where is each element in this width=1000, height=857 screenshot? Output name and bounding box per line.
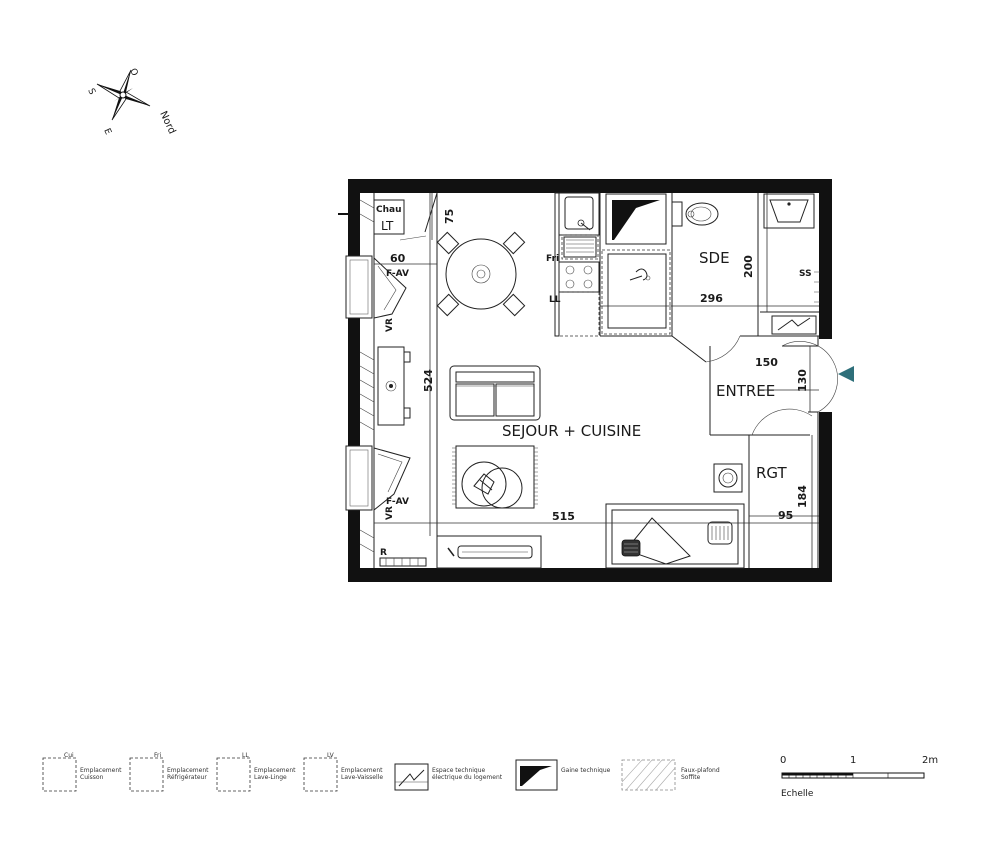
chau-label: Chau	[376, 205, 402, 215]
legend-line1-gaine: Gaine technique	[561, 767, 611, 774]
lt-label: LT	[381, 219, 394, 233]
scale-bar: 0 1 2m Echelle	[780, 755, 938, 799]
compass-east-label: E	[101, 127, 113, 137]
legend-line2-fauxplafond: Soffite	[681, 774, 701, 781]
room-label-entree: ENTREE	[716, 382, 775, 400]
sofa-icon	[449, 365, 541, 421]
legend-line1-fauxplafond: Faux-plafond	[681, 767, 720, 774]
legend-line2-lv: Lave-Vaisselle	[341, 774, 383, 781]
compass-north-label: Nord	[157, 110, 177, 136]
partitions	[436, 193, 819, 568]
legend: Cui Emplacement Cuisson Fri Emplacement …	[42, 752, 720, 792]
ss-label: SS	[799, 269, 812, 279]
legend-line1-fri: Emplacement	[167, 767, 209, 774]
compass-west-label: O	[127, 67, 139, 78]
dimension-lines	[374, 193, 819, 568]
fri-label: Fri	[546, 254, 559, 264]
window-top-icon	[345, 255, 373, 319]
ll-emplacement	[558, 291, 600, 337]
window-sash-top-icon	[373, 257, 407, 319]
sink-icon	[558, 192, 600, 236]
exterior-walls	[348, 179, 832, 582]
dining-table-icon	[436, 231, 526, 317]
dimension-75: 75	[443, 209, 456, 224]
storage-bed-icon	[605, 503, 745, 569]
tv-unit-icon	[377, 346, 411, 426]
fav-bottom-label: F-AV	[386, 497, 409, 507]
legend-line1-espace: Espace technique	[432, 767, 486, 774]
door-sde-icon	[671, 335, 741, 363]
legend-code-lv: LV	[327, 752, 335, 759]
legend-line2-ll: Lave-Linge	[254, 774, 287, 781]
dimension-184: 184	[796, 485, 809, 508]
legend-line1-ll: Emplacement	[254, 767, 296, 774]
room-label-sejour: SEJOUR + CUISINE	[502, 422, 641, 440]
dimension-95: 95	[778, 509, 793, 522]
compass-rose-icon	[96, 69, 151, 121]
dimension-524: 524	[422, 369, 435, 392]
dimension-150: 150	[755, 356, 778, 369]
scale-tick-0: 0	[780, 755, 786, 766]
fav-top-label: F-AV	[386, 269, 409, 279]
legend-line1-lv: Emplacement	[341, 767, 383, 774]
room-label-sde: SDE	[699, 249, 730, 267]
legend-line1-cui: Emplacement	[80, 767, 122, 774]
legend-code-fri: Fri	[154, 752, 161, 759]
gaine-technique-icon	[605, 193, 667, 245]
cooktop-icon	[558, 261, 600, 293]
washbasin-icon	[763, 193, 815, 229]
entry-arrow-icon	[838, 366, 854, 382]
window-sash-bottom-icon	[373, 447, 411, 511]
dimension-130: 130	[796, 369, 809, 392]
scale-tick-1: 1	[850, 755, 856, 766]
legend-line2-fri: Réfrigérateur	[167, 774, 207, 781]
rug-icon	[452, 445, 538, 509]
scale-caption: Echelle	[781, 789, 814, 799]
dimension-200: 200	[742, 255, 755, 278]
electrical-panel-icon	[771, 315, 817, 335]
legend-line2-cui: Cuisson	[80, 774, 104, 781]
vr-top-label: VR	[385, 318, 395, 332]
compass-south-label: S	[85, 87, 97, 97]
washing-machine-icon	[713, 463, 743, 493]
window-bottom-icon	[345, 445, 373, 511]
toilet-icon	[671, 201, 719, 227]
fridge-icon	[561, 234, 599, 260]
door-rgt-icon	[751, 408, 813, 436]
dimension-60: 60	[390, 252, 406, 265]
counter-icon	[436, 535, 542, 569]
dimension-296: 296	[700, 292, 723, 305]
legend-code-ll: LL	[242, 752, 249, 759]
radiator-icon	[379, 557, 427, 567]
legend-line2-espace: électrique du logement	[432, 774, 503, 781]
dimension-515: 515	[552, 510, 575, 523]
door-lt-icon	[399, 192, 438, 241]
vr-bottom-label: VR	[385, 506, 395, 520]
shower-icon	[601, 249, 671, 335]
r-label: R	[380, 548, 387, 558]
legend-code-cui: Cui	[64, 752, 74, 759]
room-label-rgt: RGT	[756, 464, 788, 482]
scale-tick-2: 2m	[922, 755, 938, 766]
